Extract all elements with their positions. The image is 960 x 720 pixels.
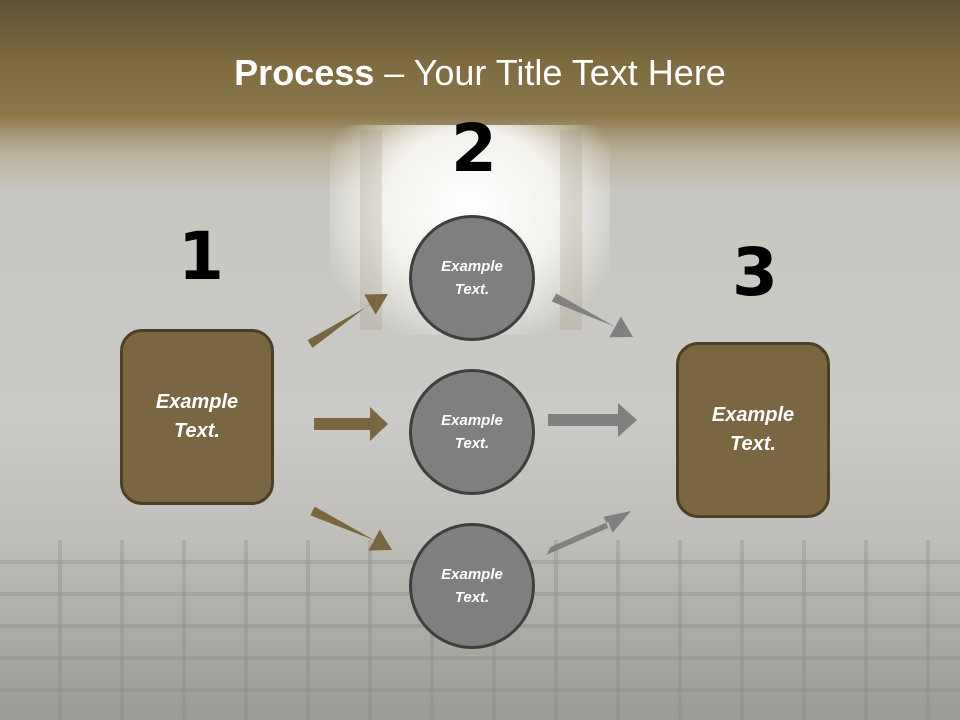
circle-middle: Example Text. [409,369,535,495]
arrow-left-to-bottom [310,506,392,551]
left-step-box-text: Example Text. [155,391,239,442]
step-number-3: 3 [732,234,778,311]
arrow-top-to-right [551,293,633,338]
title-bold: Process [234,52,375,93]
arrow-middle-to-right [548,403,637,437]
circle-middle-text: Example Text. [441,412,503,452]
arrow-left-to-middle [314,407,388,441]
step-number-1: 1 [178,218,224,295]
circle-top-text: Example Text. [441,258,503,298]
left-step-box: Example Text. [120,329,274,505]
title-rest: – Your Title Text Here [374,52,726,93]
right-step-box-text: Example Text. [711,404,795,455]
step-number-2: 2 [451,110,497,187]
circle-bottom: Example Text. [409,523,535,649]
background-window-frame-right [560,130,582,330]
circle-bottom-text: Example Text. [441,566,503,606]
circle-top: Example Text. [409,215,535,341]
slide-title: Process – Your Title Text Here [0,52,960,94]
arrow-bottom-to-right [546,511,631,555]
background-window-frame-left [360,130,382,330]
arrow-left-to-top [307,294,388,348]
right-step-box: Example Text. [676,342,830,518]
